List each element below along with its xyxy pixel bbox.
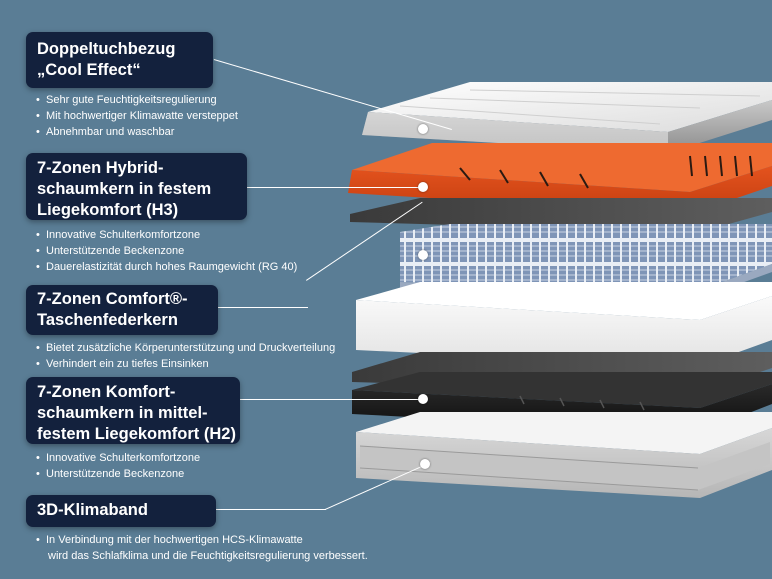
comfort-title-box: 7-Zonen Komfort- schaumkern in mittel- f… <box>26 377 240 444</box>
cover-layer <box>362 82 772 153</box>
connector-line-hybrid <box>247 187 423 188</box>
connector-line-spring <box>218 307 308 308</box>
cover-bullet: Sehr gute Feuchtigkeitsregulierung <box>36 92 238 108</box>
hybrid-bullet: Dauerelastizität durch hohes Raumgewicht… <box>36 259 297 275</box>
hybrid-bullet: Innovative Schulterkomfortzone <box>36 227 297 243</box>
connector-dot-hybrid <box>418 182 428 192</box>
spring-title-line-1: 7-Zonen Comfort®- <box>37 290 188 308</box>
spring-title-line-2: Taschenfederkern <box>37 311 178 329</box>
comfort-title-line-2: schaumkern in mittel- <box>37 404 208 422</box>
klima-bullets: In Verbindung mit der hochwertigen HCS-K… <box>36 532 368 564</box>
hybrid-bullet: Unterstützende Beckenzone <box>36 243 297 259</box>
comfort-bullets: Innovative Schulterkomfortzone Unterstüt… <box>36 450 200 482</box>
cover-title-box: Doppeltuchbezug „Cool Effect“ <box>26 32 213 88</box>
spring-bullet: Verhindert ein zu tiefes Einsinken <box>36 356 335 372</box>
hybrid-title-line-2: schaumkern in festem <box>37 180 212 198</box>
connector-dot-cover <box>418 124 428 134</box>
comfort-bullet: Unterstützende Beckenzone <box>36 466 200 482</box>
hybrid-title-line-3: Liegekomfort (H3) <box>37 201 179 219</box>
cover-bullets: Sehr gute Feuchtigkeitsregulierung Mit h… <box>36 92 238 140</box>
comfort-title-line-3: festem Liegekomfort (H2) <box>37 425 236 443</box>
cover-title-line-2: „Cool Effect“ <box>37 61 141 79</box>
comfort-title-line-1: 7-Zonen Komfort- <box>37 383 176 401</box>
cover-bullet: Abnehmbar und waschbar <box>36 124 238 140</box>
spring-title-box: 7-Zonen Comfort®- Taschenfederkern <box>26 285 218 335</box>
cover-title-line-1: Doppeltuchbezug <box>37 40 176 58</box>
hybrid-title-line-1: 7-Zonen Hybrid- <box>37 159 164 177</box>
spring-bullet: Bietet zusätzliche Körperunterstützung u… <box>36 340 335 356</box>
hybrid-bullets: Innovative Schulterkomfortzone Unterstüt… <box>36 227 297 275</box>
comfort-bullet: Innovative Schulterkomfortzone <box>36 450 200 466</box>
bottom-cover-layer <box>356 412 772 498</box>
support-slab-layer <box>356 282 772 366</box>
cover-bullet: Mit hochwertiger Klimawatte versteppet <box>36 108 238 124</box>
klima-bullet: In Verbindung mit der hochwertigen HCS-K… <box>36 532 368 548</box>
hybrid-title-box: 7-Zonen Hybrid- schaumkern in festem Lie… <box>26 153 247 220</box>
klima-title-line-1: 3D-Klimaband <box>37 501 148 519</box>
connector-dot-comfort <box>418 394 428 404</box>
connector-dot-spring <box>418 250 428 260</box>
klima-bullet-continued: wird das Schlafklima und die Feuchtigkei… <box>48 550 368 562</box>
connector-line-comfort <box>240 399 423 400</box>
felt-layer-top <box>350 198 772 232</box>
connector-line-klima <box>216 509 326 510</box>
connector-dot-klima <box>420 459 430 469</box>
klima-title-box: 3D-Klimaband <box>26 495 216 527</box>
spring-bullets: Bietet zusätzliche Körperunterstützung u… <box>36 340 335 372</box>
